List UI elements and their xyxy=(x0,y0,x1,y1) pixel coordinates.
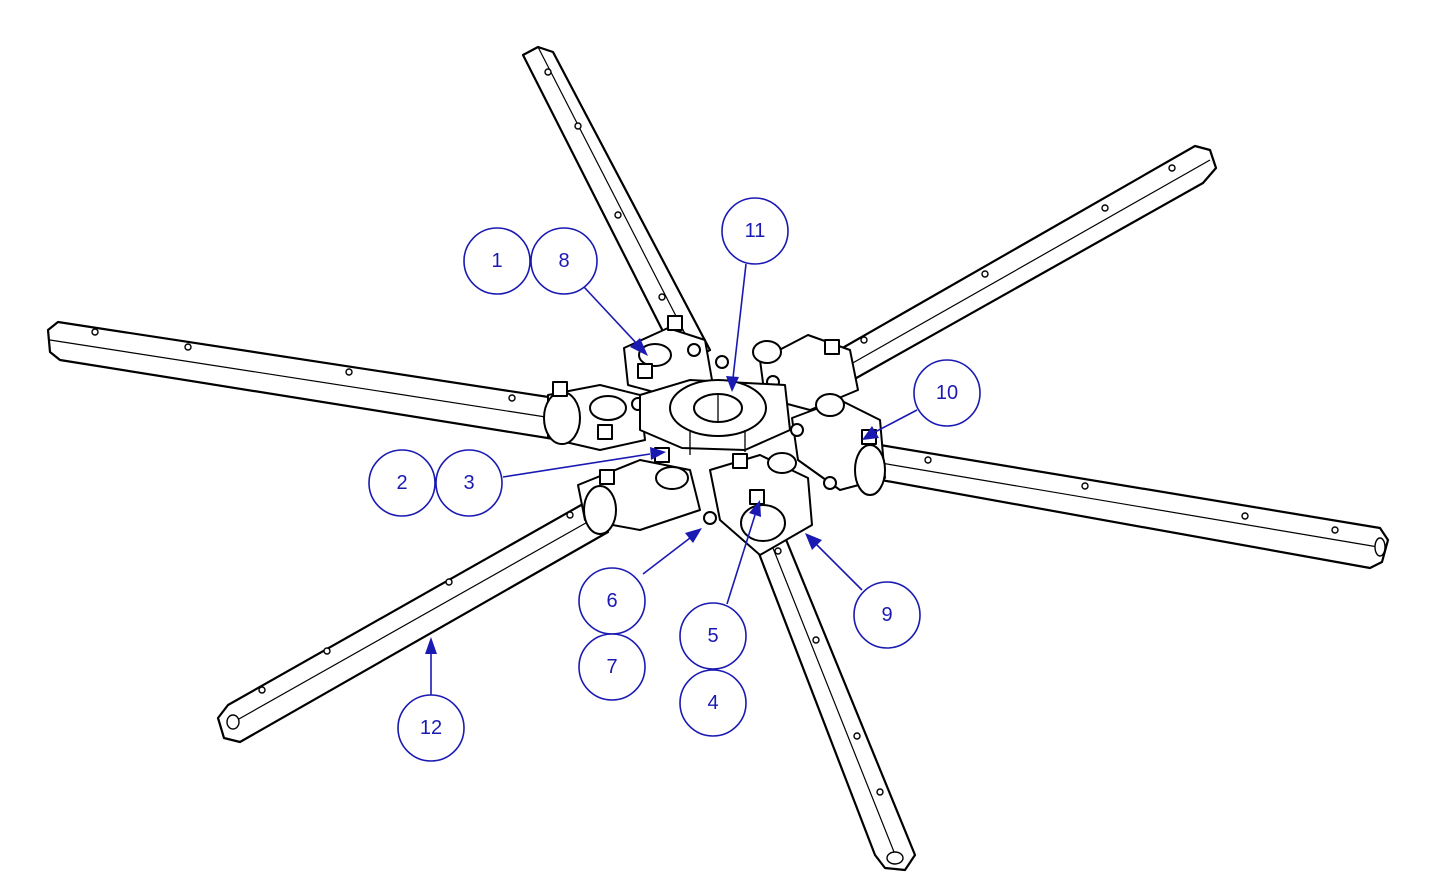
arrow-12 xyxy=(425,637,437,654)
clamp-lower-left xyxy=(577,447,717,535)
arm-right xyxy=(868,443,1390,570)
callout-5: 5 xyxy=(679,602,747,670)
callout-8: 8 xyxy=(530,227,598,295)
callout-10-label: 10 xyxy=(936,382,958,404)
central-hub xyxy=(639,379,791,455)
arrow-11 xyxy=(726,376,739,392)
callout-3: 3 xyxy=(435,449,503,517)
callout-3-label: 3 xyxy=(463,472,474,494)
leader-9 xyxy=(815,543,863,591)
leader-3 xyxy=(502,453,651,478)
callout-8-label: 8 xyxy=(558,250,569,272)
leader-6 xyxy=(642,537,691,575)
arrow-10 xyxy=(862,426,879,440)
arrow-5 xyxy=(749,500,761,517)
arrow-9 xyxy=(805,533,822,550)
callout-1-label: 1 xyxy=(491,250,502,272)
leader-5 xyxy=(726,514,756,605)
callout-10: 10 xyxy=(913,359,981,427)
arm-left xyxy=(46,320,570,442)
clamp-lower xyxy=(709,452,813,556)
leader-10 xyxy=(874,409,918,433)
callout-9: 9 xyxy=(853,581,921,649)
leader-8 xyxy=(583,286,639,346)
hub-assembly xyxy=(543,315,886,556)
callout-7: 7 xyxy=(578,633,646,701)
callout-5-label: 5 xyxy=(707,625,718,647)
callout-7-label: 7 xyxy=(606,656,617,678)
callout-4: 4 xyxy=(679,669,747,737)
callout-6: 6 xyxy=(578,567,646,635)
arrow-8 xyxy=(630,338,648,356)
callout-11-label: 11 xyxy=(745,220,766,242)
arrow-6 xyxy=(685,528,702,543)
callout-4-label: 4 xyxy=(707,692,718,714)
callout-9-label: 9 xyxy=(881,604,892,626)
callouts: 1 8 11 10 2 3 6 7 xyxy=(368,197,981,762)
arrow-3 xyxy=(650,447,666,460)
callout-1: 1 xyxy=(463,227,531,295)
clamp-right xyxy=(790,393,886,496)
callout-12-label: 12 xyxy=(420,717,442,739)
arm-upper-right xyxy=(816,144,1218,392)
callout-11: 11 xyxy=(721,197,789,265)
callout-2: 2 xyxy=(368,449,436,517)
callout-2-label: 2 xyxy=(396,472,407,494)
callout-12: 12 xyxy=(397,694,465,762)
leader-11 xyxy=(732,263,747,379)
callout-6-label: 6 xyxy=(606,590,617,612)
arm-lower xyxy=(746,518,917,872)
arms xyxy=(46,45,1390,872)
leader-lines xyxy=(425,263,918,695)
arm-upper xyxy=(521,45,712,367)
clamp-upper xyxy=(623,315,729,396)
clamp-left xyxy=(543,381,646,451)
